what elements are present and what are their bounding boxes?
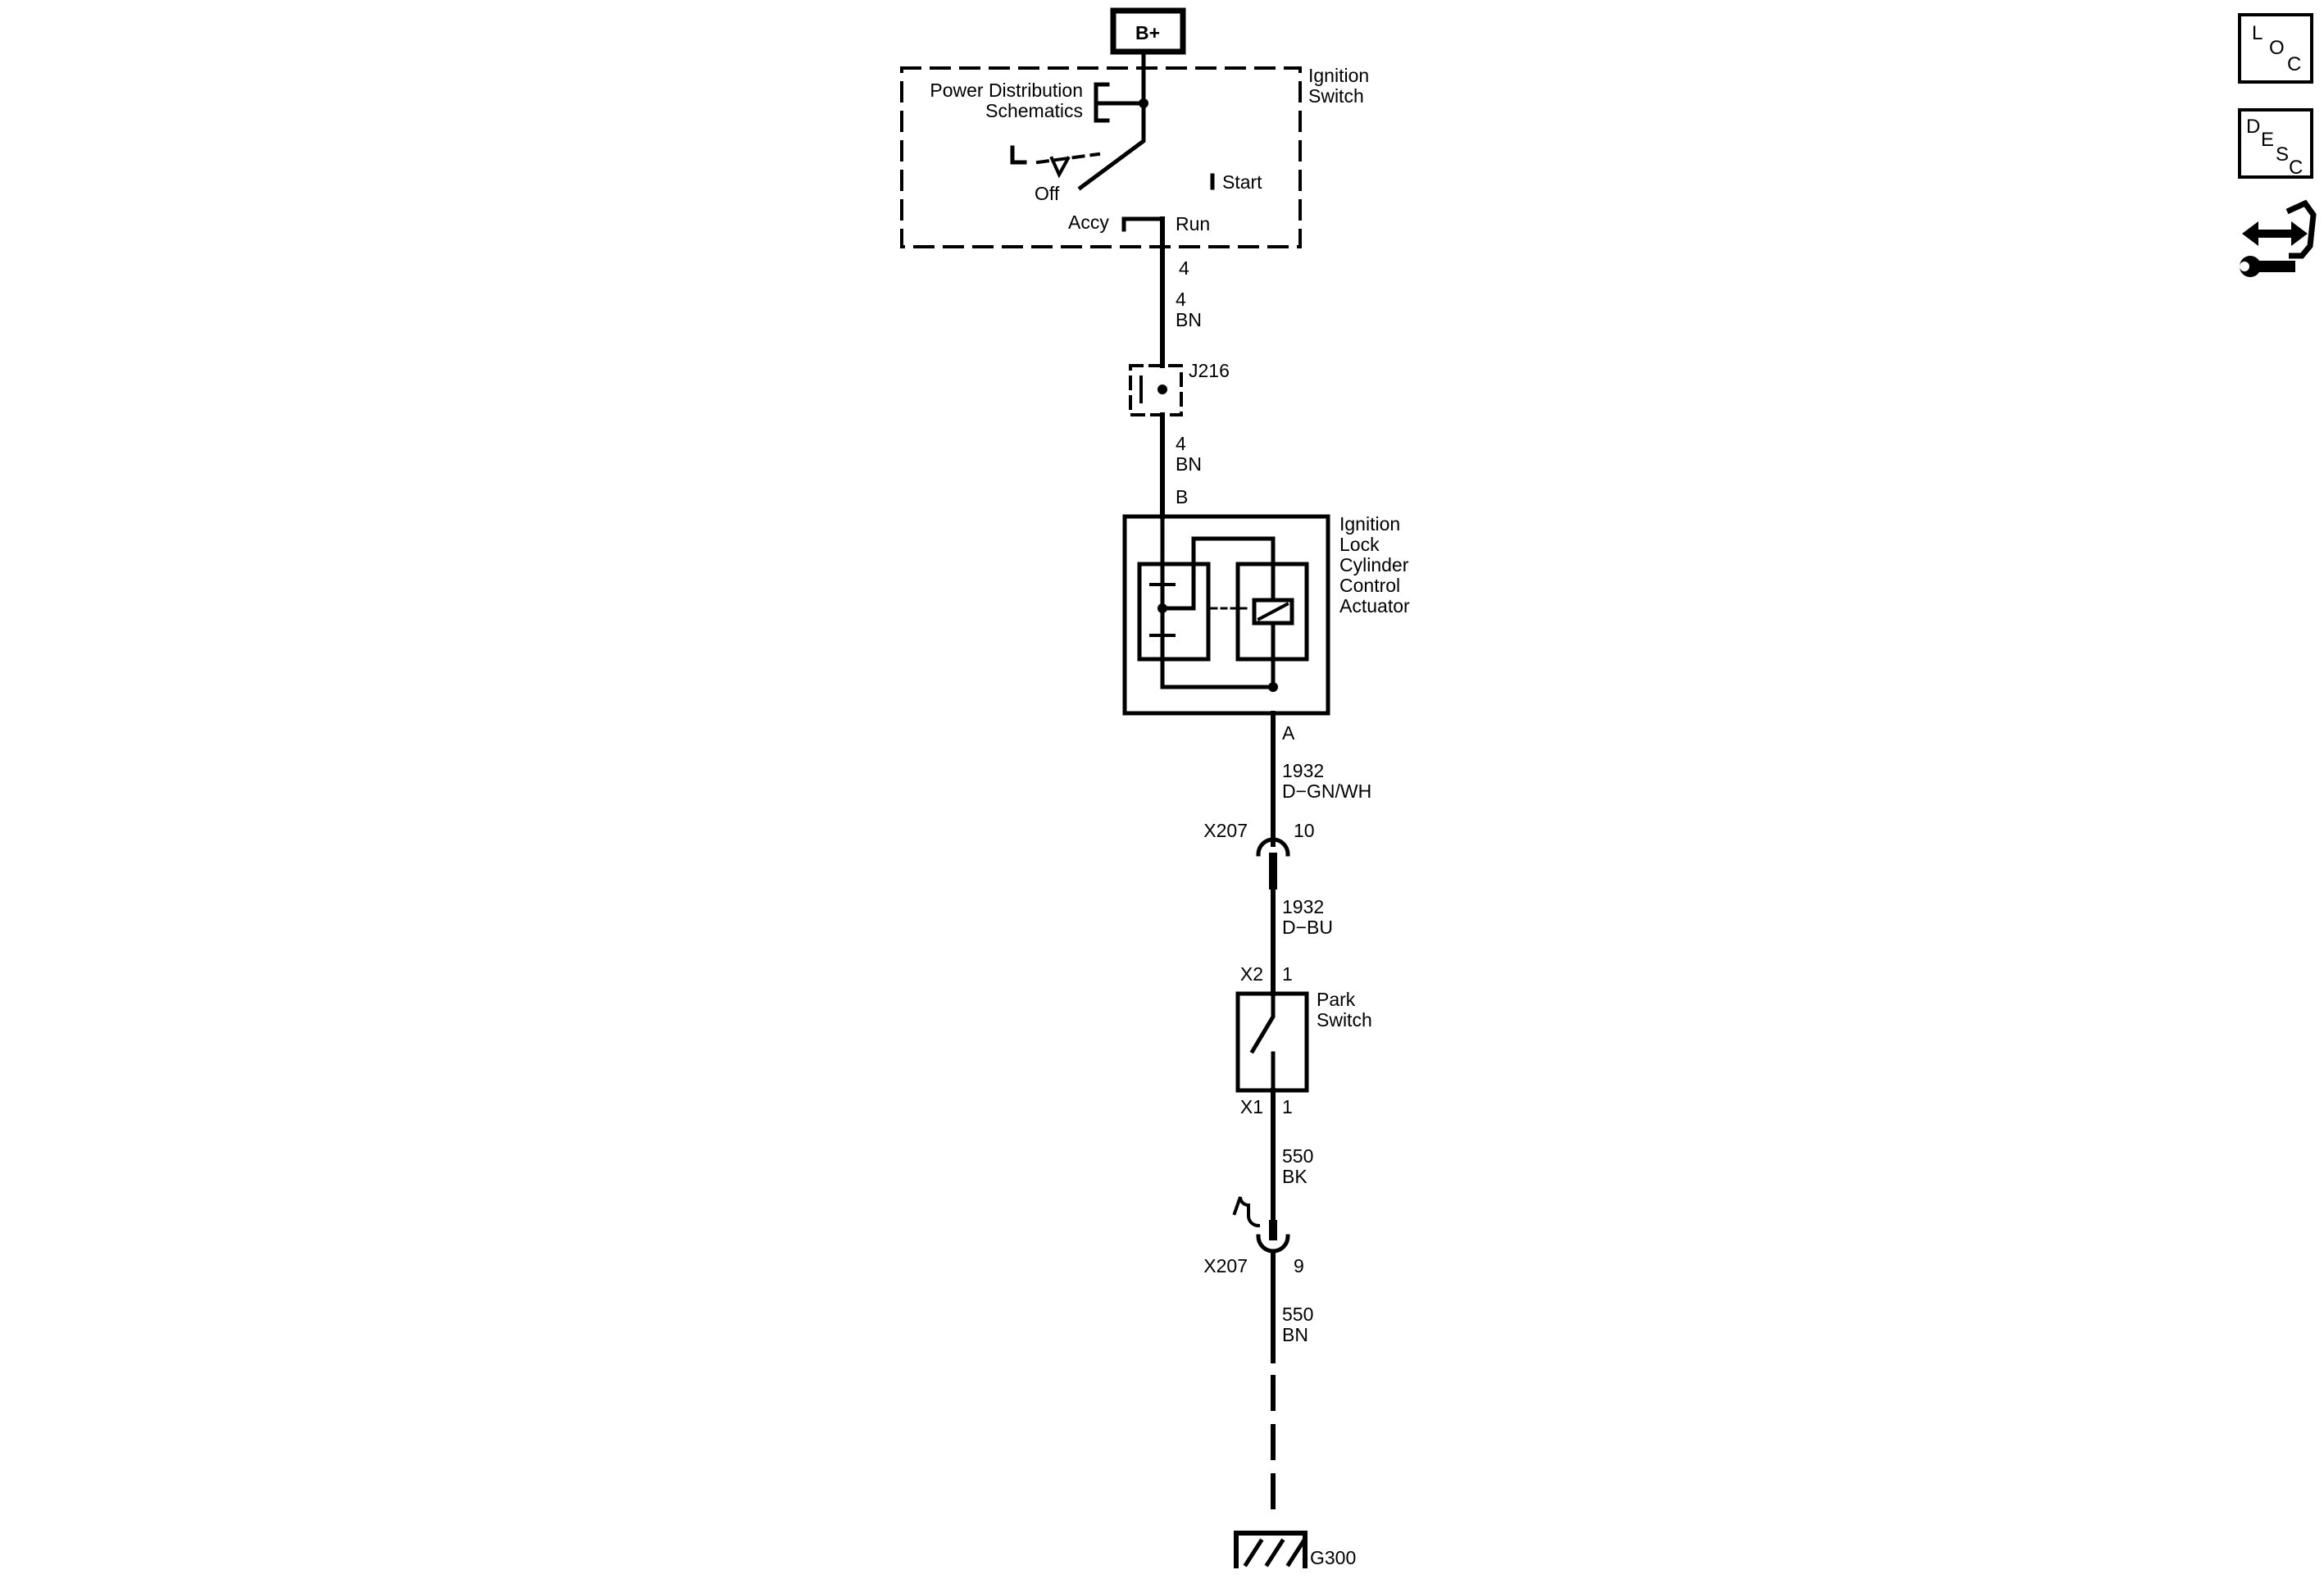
wire3-color-label: D−GN/WH (1282, 780, 1371, 802)
wire2-circuit-label: 4 (1176, 433, 1186, 454)
ignition-switch-enclosure (900, 66, 1302, 248)
description-button[interactable]: D E S C (2238, 108, 2313, 179)
ignition-switch-pin-label: 4 (1179, 257, 1189, 279)
wire3-circuit-label: 1932 (1282, 760, 1324, 781)
description-letter-s: S (2276, 143, 2289, 166)
connector-x207-upper-label: X207 (1203, 820, 1248, 841)
actuator-pin-a-label: A (1282, 722, 1295, 744)
connector-x207-lower-pin: 9 (1294, 1255, 1304, 1276)
connector-x207-lower-label: X207 (1203, 1255, 1248, 1276)
wire4-circuit-label: 1932 (1282, 896, 1324, 917)
actuator-housing (1122, 514, 1330, 716)
ground-g300-label: G300 (1310, 1547, 1356, 1568)
description-letter-e: E (2261, 129, 2274, 151)
power-feed-wire (1094, 49, 1146, 123)
location-letter-l: L (2252, 22, 2263, 44)
location-letter-o: O (2269, 37, 2285, 59)
park-switch-bottom-pin-label: 1 (1282, 1096, 1293, 1117)
battery-power-box (1110, 7, 1186, 55)
wire1-circuit-label: 4 (1176, 289, 1186, 310)
ignition-switch-pole (1077, 101, 1146, 191)
wire4-color-label: D−BU (1282, 917, 1333, 938)
location-letter-c: C (2287, 53, 2301, 75)
battery-power-label: B+ (1135, 22, 1160, 43)
wire6-color-label: BN (1282, 1324, 1308, 1345)
wire2-color-label: BN (1176, 453, 1202, 475)
wire6-circuit-label: 550 (1282, 1304, 1313, 1325)
park-switch-top-conn-label: X2 (1240, 963, 1263, 985)
connector-x207-upper-pin: 10 (1294, 820, 1315, 841)
park-switch-bottom-conn-label: X1 (1240, 1096, 1263, 1117)
position-accy-label: Accy (1068, 212, 1109, 233)
position-start-label: Start (1222, 171, 1262, 193)
position-run-label: Run (1176, 213, 1210, 234)
actuator-pin-b-label: B (1176, 486, 1188, 507)
description-letter-d: D (2246, 116, 2260, 138)
location-button[interactable]: L O C (2238, 13, 2313, 84)
position-off-label: Off (1035, 183, 1060, 204)
wire5-color-label: BK (1282, 1166, 1308, 1187)
wire1-color-label: BN (1176, 309, 1202, 330)
connector-x207-upper (1256, 837, 1290, 890)
wire5-circuit-label: 550 (1282, 1145, 1313, 1167)
actuator-diode-block (1137, 562, 1211, 662)
splice-pack-j216 (1129, 364, 1183, 416)
connector-wrench-icon[interactable] (2238, 197, 2317, 287)
description-letter-c: C (2289, 157, 2303, 179)
park-switch-top-pin-label: 1 (1282, 963, 1293, 985)
ground-g300 (1234, 1531, 1308, 1568)
splice-j216-label: J216 (1189, 360, 1230, 381)
connector-x207-lower (1232, 1196, 1290, 1254)
